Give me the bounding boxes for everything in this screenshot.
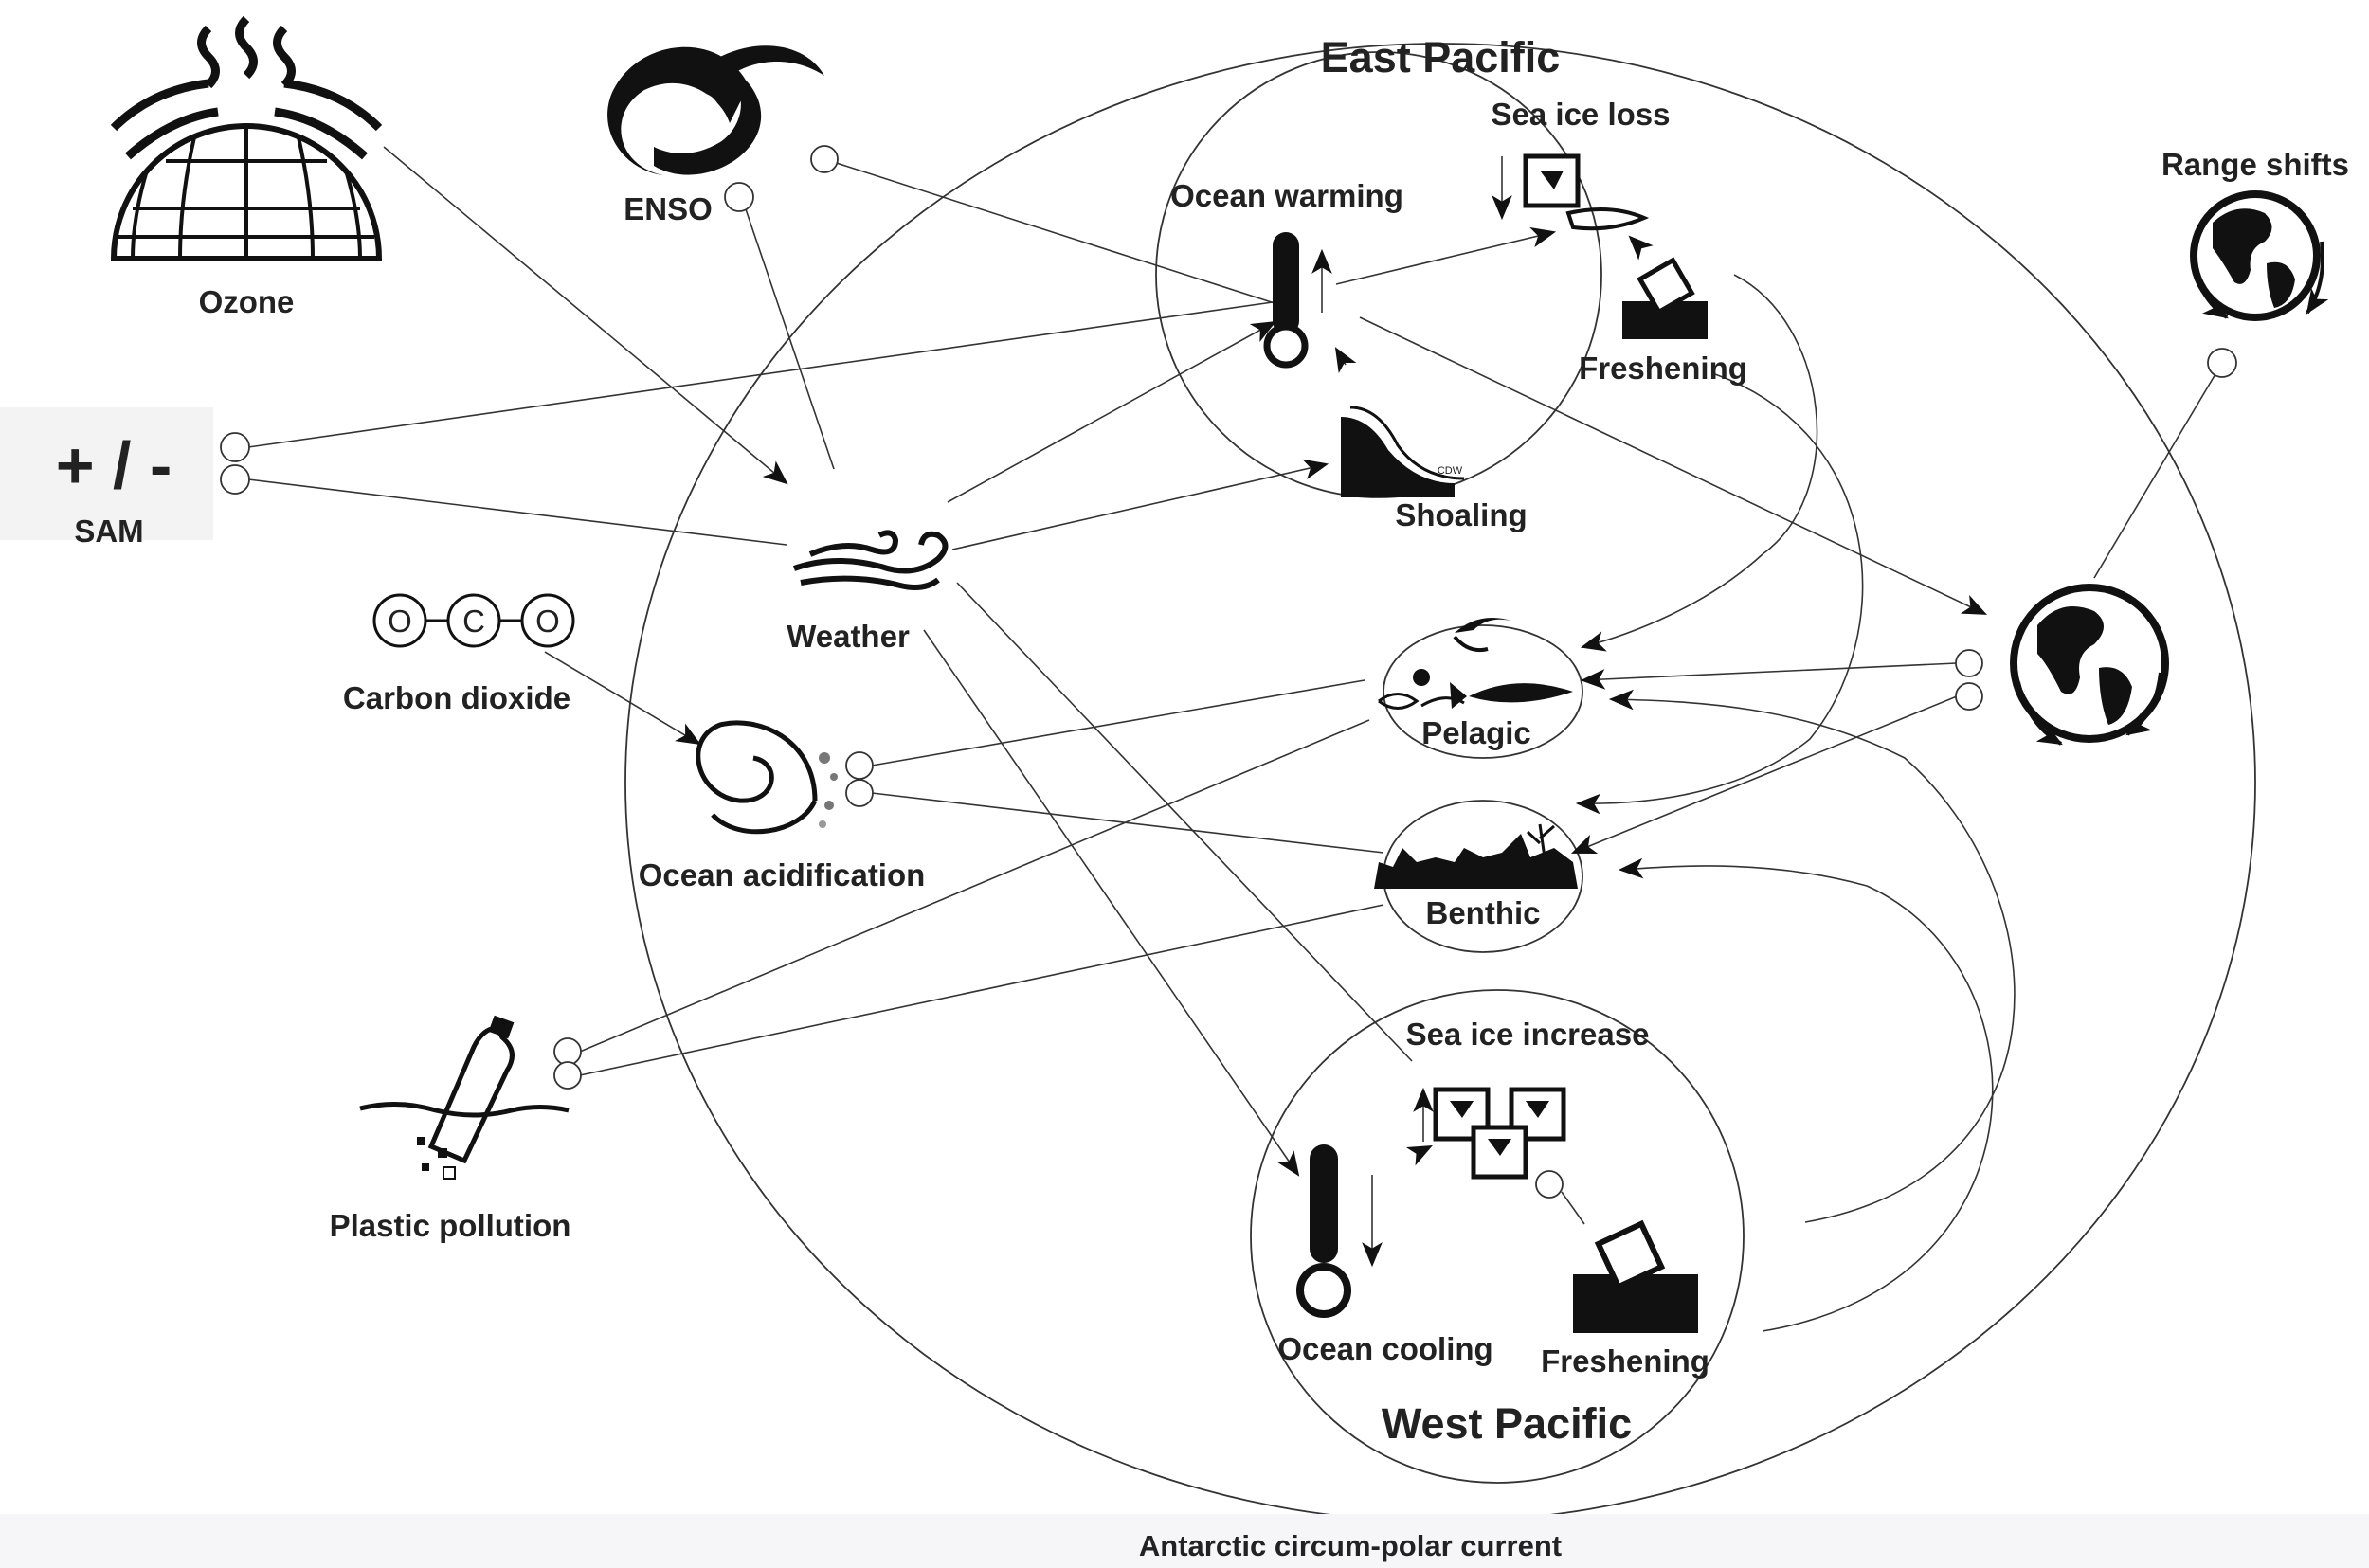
thermometer-icon-east [1263,232,1332,369]
co2-molecule-icon [372,593,575,648]
cyclone-icon [607,45,824,175]
co2-o2-label: O [535,604,560,639]
enso-label: ENSO [624,191,713,226]
range-shifts-label: Range shifts [2161,147,2349,182]
footer-caption: Antarctic circum-polar current [1139,1529,1562,1562]
freshening-east-label: Freshening [1579,351,1747,386]
co2-c-label: C [462,604,485,639]
plastic-pollution-label: Plastic pollution [330,1208,571,1243]
pelagic-label: Pelagic [1421,715,1531,750]
shell-icon [696,720,838,835]
seafloor-icon [1374,823,1578,889]
carbon-dioxide-label: Carbon dioxide [343,680,570,715]
cdw-label: CDW [1438,465,1463,477]
sam-box [0,407,213,540]
connector-nodes [220,145,2237,1199]
feedback-curves [1575,274,2016,1332]
weather-label: Weather [787,619,910,654]
benthic-label: Benthic [1425,895,1540,930]
freshening-west-label: Freshening [1541,1343,1709,1379]
ocean-cooling-label: Ocean cooling [1277,1331,1492,1366]
globe-icon-range-shifts [2190,190,2329,321]
east-pacific-label: East Pacific [1321,33,1561,81]
sea-ice-loss-label: Sea ice loss [1492,97,1671,132]
krill-icon [1453,617,1511,653]
ice-cube-icon-east [1492,153,1650,231]
west-pacific-label: West Pacific [1382,1399,1632,1448]
plastic-bottle-icon [359,1015,570,1180]
acc-label: Antarctic circum-polar current [1139,1529,1562,1562]
wind-icon [792,530,949,590]
sam-label: SAM [74,514,143,549]
ice-cube-icon-west [1413,1087,1566,1180]
pelagic-ellipse [1383,624,1583,759]
thermometer-icon-west [1296,1144,1383,1318]
ozone-label: Ozone [199,284,295,319]
west-pacific-circle [1250,989,1745,1484]
melting-ice-icon-west [1573,1219,1698,1333]
fish-icon [1378,669,1573,710]
shoaling-label: Shoaling [1395,497,1527,532]
melting-ice-icon-east [1622,235,1708,339]
acc-ellipse [624,43,2256,1523]
sam-symbol-label: + / - [56,428,172,502]
sea-ice-increase-label: Sea ice increase [1406,1017,1650,1052]
footer-band [0,1514,2369,1568]
ocean-acidification-label: Ocean acidification [639,857,926,892]
co2-o1-label: O [388,604,412,639]
globe-icon [2010,584,2169,746]
ozone-icon [110,15,383,261]
connector-lines [247,146,2223,1225]
shoaling-icon [1341,406,1465,497]
ocean-warming-label: Ocean warming [1170,178,1403,213]
